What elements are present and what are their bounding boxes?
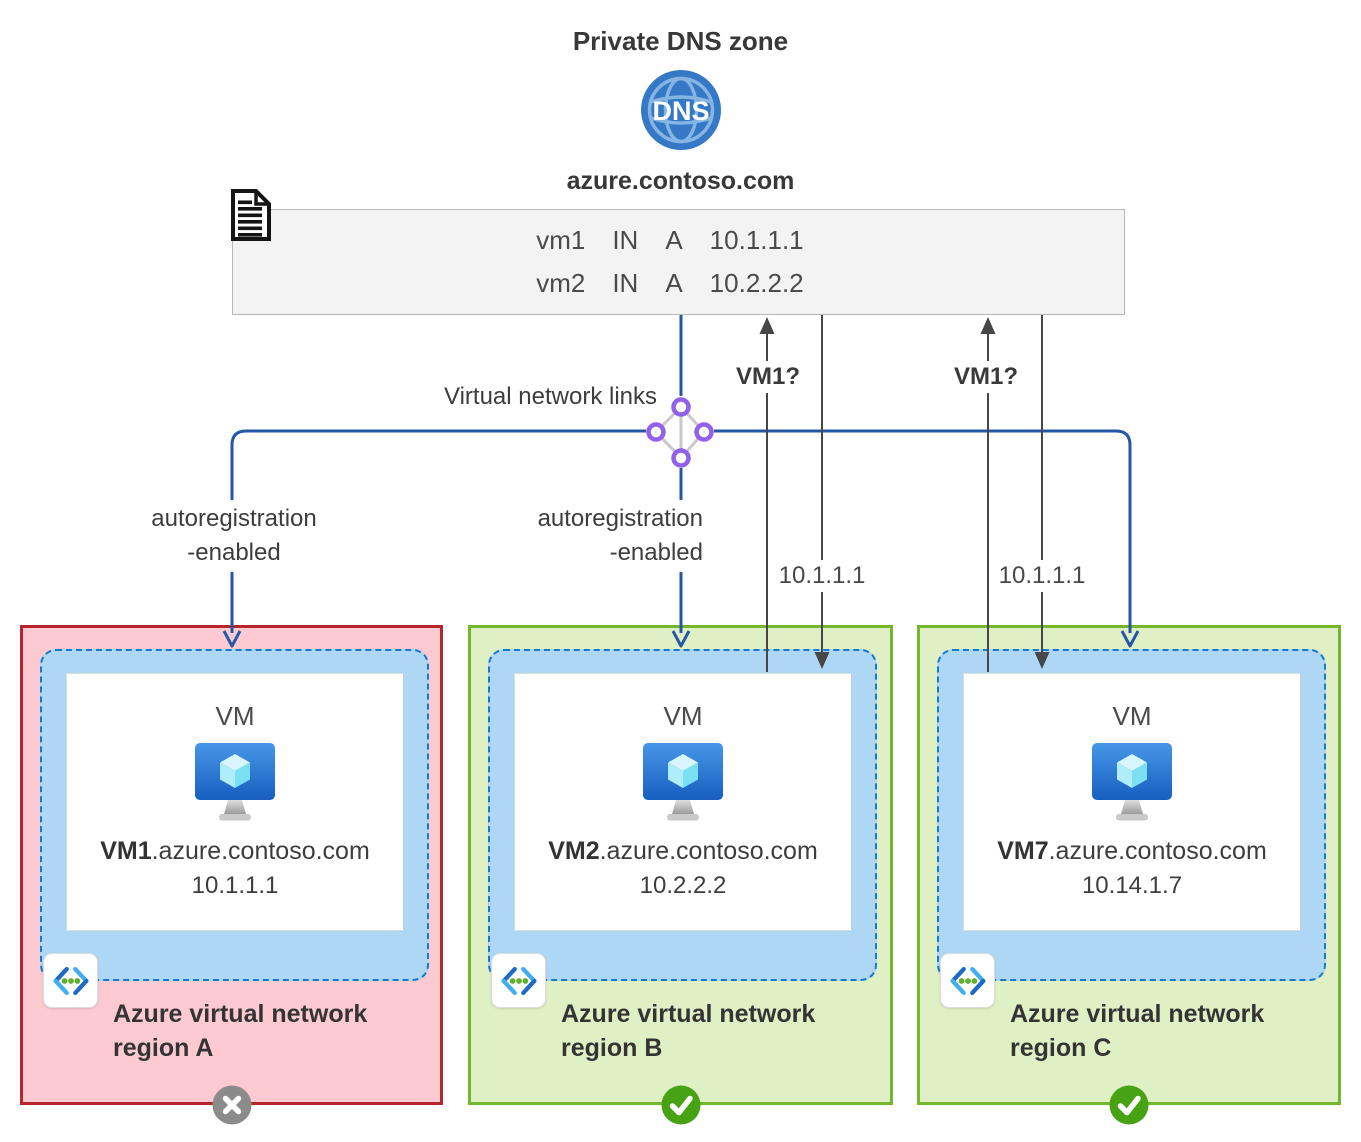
autoregistration-label: autoregistration -enabled [112,500,356,572]
region-caption-line1: Azure virtual network [1010,1000,1265,1028]
virtual-network-icon [940,953,995,1008]
vm-hostname: VM2 [548,837,600,865]
vm-ip: 10.14.1.7 [1081,872,1183,899]
dns-query-label: VM1? [947,361,1025,393]
vm-title: VM [1112,701,1152,731]
region-caption: Azure virtual network region C [1010,997,1264,1065]
vm-domain-suffix: .azure.contoso.com [1048,837,1267,865]
dns-zone-name: azure.contoso.com [566,167,795,195]
vm-box: VM VM7.azure.contoso.com 10.14.1.7 [963,673,1301,931]
record-address: 10.1.1.1 [709,225,804,255]
vm-monitor-icon [643,743,723,821]
region-caption: Azure virtual network region A [113,997,367,1065]
vm-box: VM VM1.azure.contoso.com 10.1.1.1 [66,673,404,931]
record-type: A [665,268,683,298]
region-caption-line2: region C [1010,1034,1112,1062]
record-name: vm2 [536,268,586,298]
dns-record-row: vm2 IN A 10.2.2.2 [233,268,1124,299]
dns-answer-label: 10.1.1.1 [773,560,871,592]
region-card-c: VM VM7.azure.contoso.com 10.14.1.7 [917,625,1341,1125]
region-caption: Azure virtual network region B [561,997,815,1065]
autoregistration-line2: -enabled [609,539,703,566]
error-x-icon [212,1085,251,1125]
vm-monitor-icon [1092,743,1172,821]
region-caption-line2: region B [561,1034,663,1062]
vm-domain-suffix: .azure.contoso.com [151,837,370,865]
autoregistration-line1: autoregistration [151,505,317,532]
success-check-icon [1109,1085,1149,1125]
vm-fqdn: VM1.azure.contoso.com [100,836,370,866]
page-title: Private DNS zone [572,26,789,56]
vm-ip: 10.2.2.2 [639,872,727,899]
success-check-icon [661,1085,700,1125]
vm-title: VM [215,701,255,731]
record-name: vm1 [536,225,586,255]
virtual-network-icon [491,953,546,1008]
region-card-b: VM VM2.azure.contoso.com 10.2.2.2 [468,625,893,1125]
dns-record-row: vm1 IN A 10.1.1.1 [233,225,1124,256]
dns-record-box: vm1 IN A 10.1.1.1 vm2 IN A 10.2.2.2 [232,209,1125,315]
record-class: IN [612,225,639,255]
vm-fqdn: VM2.azure.contoso.com [548,836,818,866]
vm-domain-suffix: .azure.contoso.com [599,837,818,865]
region-card-a: VM VM1.azure.contoso.com 10.1.1.1 [20,625,443,1125]
autoregistration-line1: autoregistration [537,505,703,532]
region-caption-line1: Azure virtual network [113,1000,368,1028]
vm-ip: 10.1.1.1 [191,872,279,899]
vm-title: VM [663,701,703,731]
virtual-network-links-label: Virtual network links [395,383,657,411]
dns-icon-label: DNS [652,96,709,126]
record-address: 10.2.2.2 [709,268,804,298]
autoregistration-label: autoregistration -enabled [463,500,707,572]
virtual-network-icon [43,953,98,1008]
autoregistration-line2: -enabled [187,539,281,566]
dns-query-label: VM1? [729,361,807,393]
record-type: A [665,225,683,255]
dns-globe-icon: DNS [640,69,722,151]
vm-hostname: VM1 [100,837,152,865]
dns-answer-label: 10.1.1.1 [993,560,1091,592]
vm-fqdn: VM7.azure.contoso.com [997,836,1267,866]
vm-box: VM VM2.azure.contoso.com 10.2.2.2 [514,673,852,931]
vm-hostname: VM7 [997,837,1049,865]
region-caption-line2: region A [113,1034,214,1062]
record-class: IN [612,268,639,298]
virtual-network-links-icon [646,397,714,468]
region-caption-line1: Azure virtual network [561,1000,816,1028]
document-icon [227,188,273,242]
vm-monitor-icon [195,743,275,821]
